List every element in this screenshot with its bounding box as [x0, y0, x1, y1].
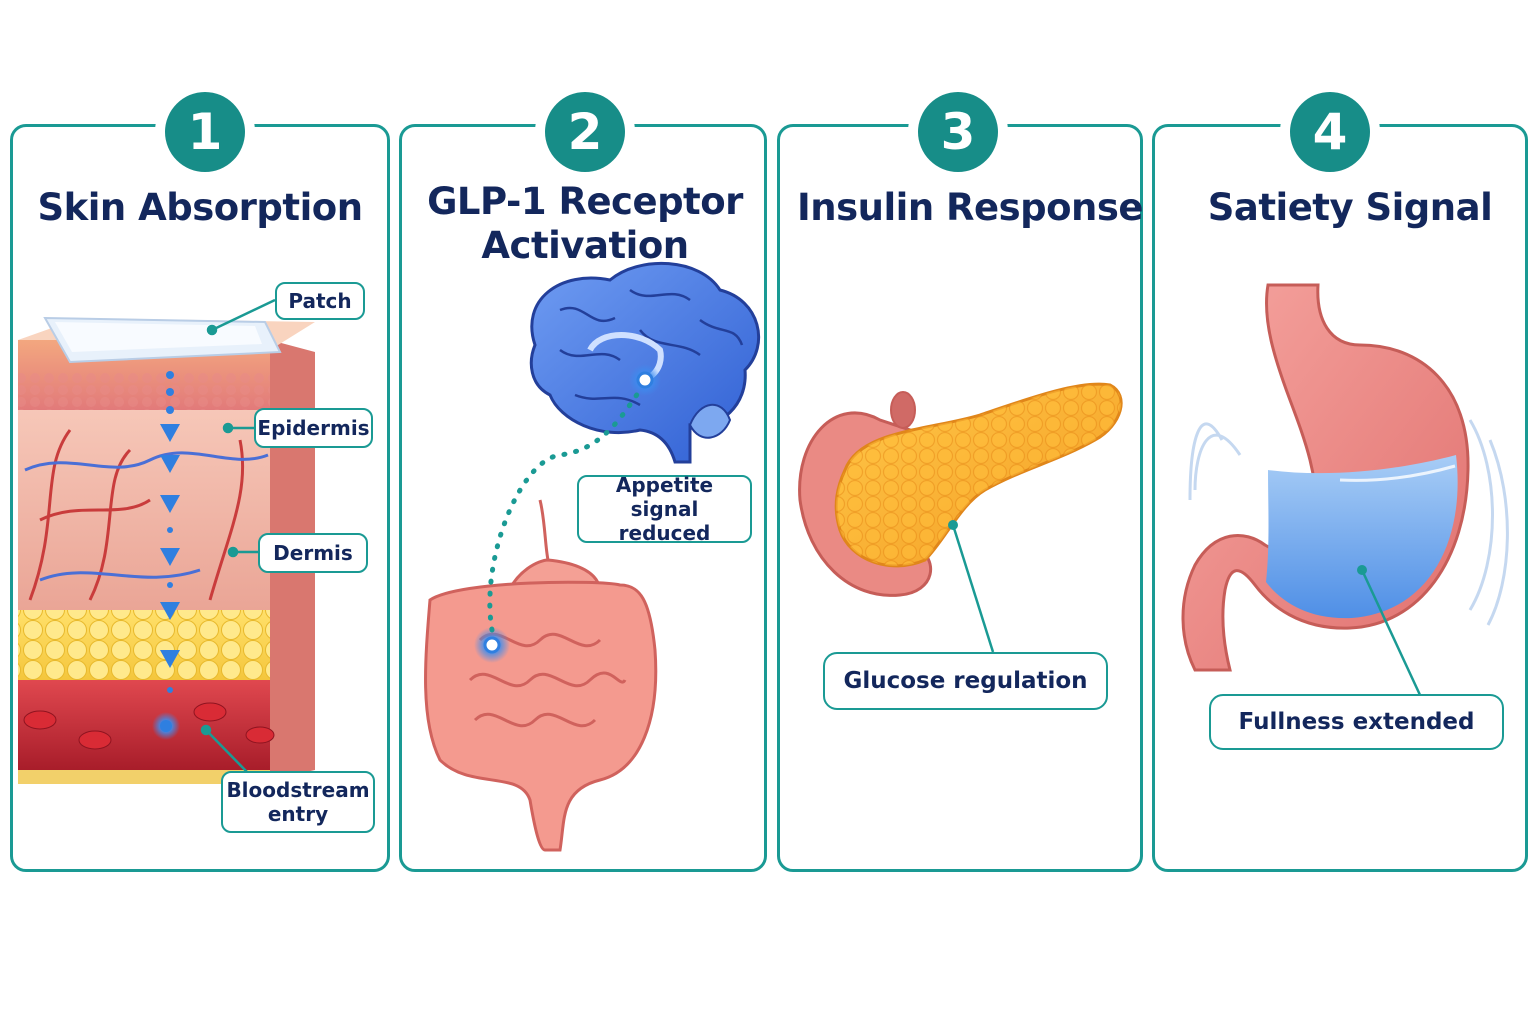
- step-badge-2: 2: [545, 92, 625, 172]
- callout-appetite-signal: Appetite signal reduced: [577, 473, 752, 545]
- callout-dermis: Dermis: [258, 533, 368, 573]
- panel-title-2: GLP-1 Receptor Activation: [427, 180, 743, 267]
- pancreas-icon: [798, 382, 1123, 653]
- step-badge-4: 4: [1290, 92, 1370, 172]
- step-badge-1: 1: [165, 92, 245, 172]
- callout-epidermis: Epidermis: [254, 408, 373, 448]
- callout-patch: Patch: [275, 282, 365, 320]
- panel-title-1: Skin Absorption: [37, 186, 363, 229]
- panel-title-4: Satiety Signal: [1207, 186, 1493, 229]
- intestines-icon: [424, 499, 658, 852]
- signal-path: [487, 387, 643, 633]
- step-badge-3: 3: [918, 92, 998, 172]
- panel-title-3: Insulin Response: [796, 186, 1144, 229]
- callout-glucose-regulation: Glucose regulation: [823, 652, 1108, 710]
- stomach-icon: [1181, 283, 1509, 696]
- callout-fullness-extended: Fullness extended: [1209, 694, 1504, 750]
- callout-bloodstream-entry: Bloodstream entry: [221, 771, 375, 833]
- brain-icon: [529, 261, 761, 464]
